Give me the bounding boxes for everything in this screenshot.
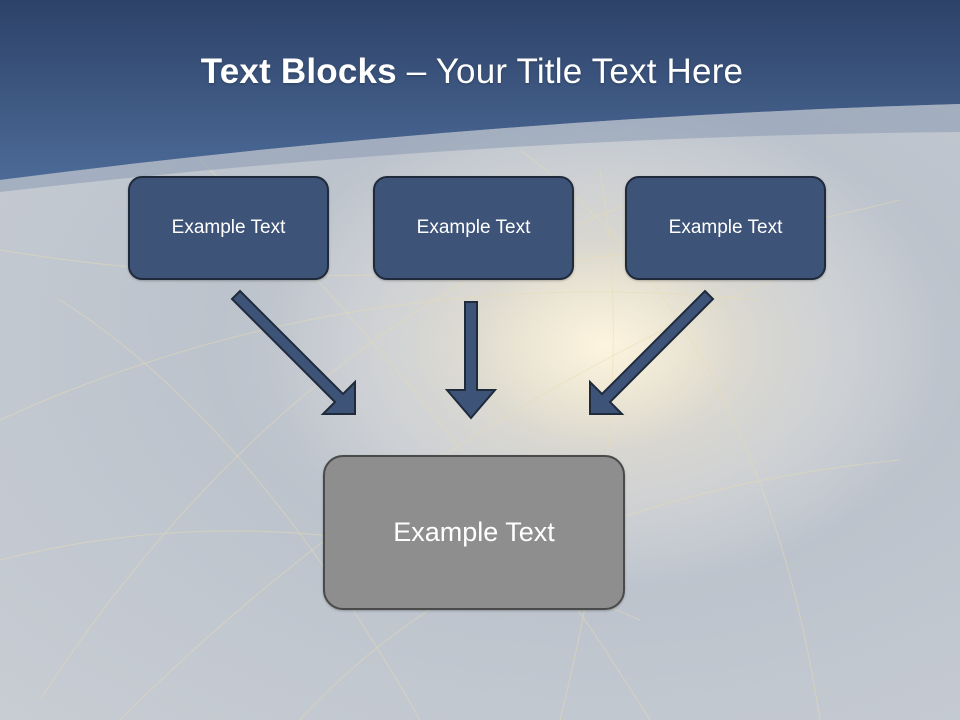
arrow-right	[589, 289, 715, 415]
arrow-left	[230, 289, 356, 415]
text-block-right[interactable]: Example Text	[625, 176, 826, 280]
arrow-middle	[444, 301, 498, 420]
slide-title: Text Blocks – Your Title Text Here	[0, 52, 944, 92]
title-bold: Text Blocks	[200, 52, 397, 91]
title-rest: – Your Title Text Here	[396, 52, 744, 91]
result-block[interactable]: Example Text	[323, 455, 625, 610]
text-block-middle[interactable]: Example Text	[373, 176, 574, 280]
text-block-left[interactable]: Example Text	[128, 176, 329, 280]
